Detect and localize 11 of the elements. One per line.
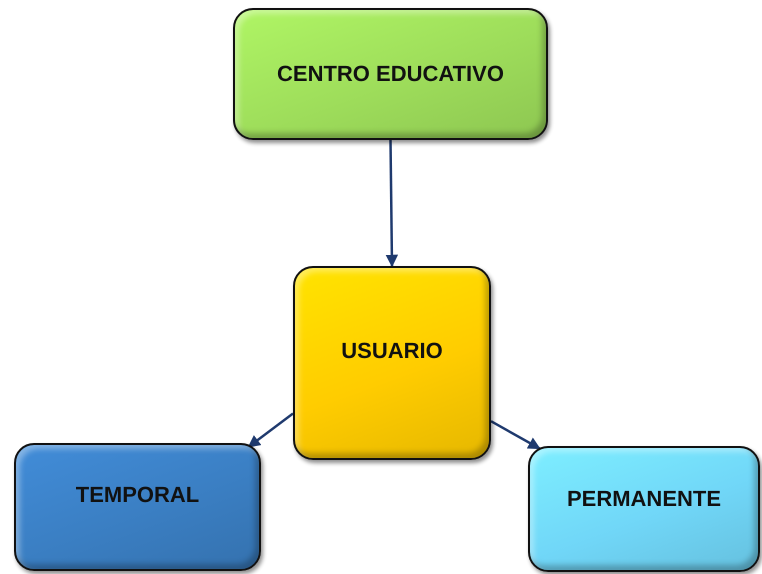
node-label: PERMANENTE	[566, 486, 721, 512]
node-label: CENTRO EDUCATIVO	[277, 61, 504, 87]
process-box	[14, 443, 261, 571]
arrow	[490, 420, 541, 450]
arrow	[386, 140, 398, 268]
process-box	[528, 446, 760, 572]
process-box	[293, 266, 491, 460]
process-box	[233, 8, 548, 140]
arrow	[248, 412, 294, 448]
node-label: TEMPORAL	[76, 482, 200, 508]
node-label: USUARIO	[341, 338, 443, 364]
